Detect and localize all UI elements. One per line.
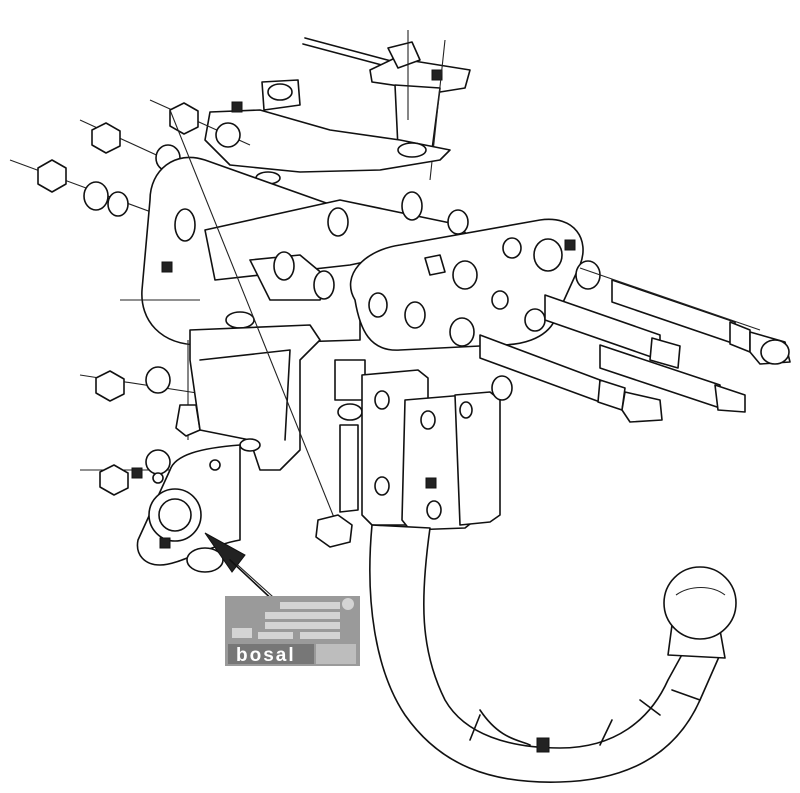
long-mounting-bolts (479, 260, 791, 423)
plate-brand-logo: bosal (236, 645, 296, 666)
swan-neck-towbar (369, 524, 723, 783)
identification-plate: bosal (225, 596, 360, 666)
crossmember-tubes (204, 191, 471, 301)
tow-ball (663, 566, 737, 659)
electrical-socket-plate (136, 444, 283, 606)
central-vertical-bolt (169, 109, 366, 548)
lower-left-frame (189, 324, 321, 471)
hitch-mount-block (361, 369, 513, 531)
